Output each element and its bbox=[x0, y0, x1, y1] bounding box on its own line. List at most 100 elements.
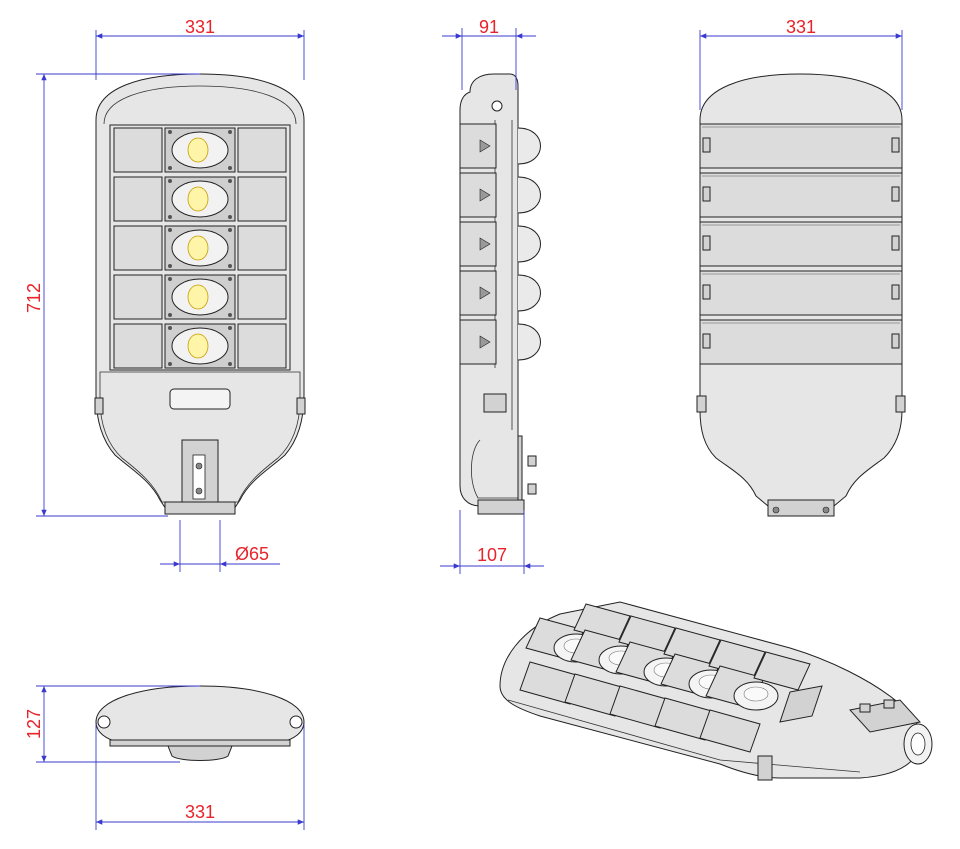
side-view bbox=[459, 73, 541, 515]
back-panel bbox=[699, 172, 903, 218]
iso-lens-inner bbox=[743, 686, 769, 702]
dim-bottom-width: 331 bbox=[95, 724, 305, 830]
side-module-body bbox=[459, 319, 497, 365]
dim-side-top-label: 91 bbox=[479, 17, 499, 37]
front-panel-left bbox=[113, 127, 163, 173]
back-view bbox=[696, 73, 906, 517]
back-panel-clip-right bbox=[891, 235, 900, 251]
side-lens-dome bbox=[517, 323, 541, 361]
front-panel-right bbox=[237, 323, 287, 369]
back-panel-clip-left bbox=[702, 235, 711, 251]
front-latch-right bbox=[296, 397, 306, 415]
side-module-clip bbox=[479, 188, 491, 202]
bottom-view bbox=[95, 685, 305, 761]
front-screw bbox=[168, 326, 172, 330]
back-panel-clip-left bbox=[702, 137, 711, 153]
front-screw bbox=[168, 313, 172, 317]
front-panel-right bbox=[237, 176, 287, 222]
front-screw bbox=[168, 215, 172, 219]
front-screw bbox=[168, 228, 172, 232]
back-panel bbox=[699, 123, 903, 169]
side-latch bbox=[483, 393, 507, 413]
back-panel-clip-left bbox=[702, 186, 711, 202]
front-screw bbox=[228, 277, 232, 281]
side-module-clip bbox=[479, 335, 491, 349]
bottom-pole-clamp bbox=[167, 745, 233, 761]
back-panel-clip-right bbox=[891, 284, 900, 300]
back-panel bbox=[699, 221, 903, 267]
front-label-plate bbox=[169, 388, 231, 410]
front-led-chip bbox=[187, 235, 209, 261]
front-screw bbox=[228, 326, 232, 330]
iso-panel-front bbox=[699, 709, 761, 753]
front-panel-right bbox=[237, 127, 287, 173]
back-panel-clip-right bbox=[891, 137, 900, 153]
front-screw bbox=[168, 264, 172, 268]
front-screw bbox=[168, 130, 172, 134]
side-module-body bbox=[459, 221, 497, 267]
front-screw bbox=[228, 166, 232, 170]
front-screw bbox=[168, 277, 172, 281]
side-module-clip bbox=[479, 237, 491, 251]
front-screw bbox=[228, 228, 232, 232]
side-module-body bbox=[459, 123, 497, 169]
iso-panel-front bbox=[564, 673, 626, 717]
dim-pole-diameter: Ø65 bbox=[160, 520, 280, 572]
iso-label-plate bbox=[779, 685, 823, 723]
iso-panel-front bbox=[609, 685, 671, 729]
side-module-clip bbox=[479, 139, 491, 153]
iso-panel-front bbox=[519, 661, 581, 705]
dim-front-height-label: 712 bbox=[24, 283, 44, 313]
dim-front-height: 712 bbox=[24, 73, 200, 517]
iso-led-modules bbox=[519, 603, 811, 753]
dim-front-width: 331 bbox=[95, 17, 305, 80]
iso-view bbox=[499, 601, 933, 781]
dim-bottom-height: 127 bbox=[24, 685, 200, 763]
front-led-chip bbox=[187, 284, 209, 310]
dim-back-width-label: 331 bbox=[786, 17, 816, 37]
dim-bottom-width-label: 331 bbox=[185, 802, 215, 822]
front-screw bbox=[228, 313, 232, 317]
back-panel-clip-right bbox=[891, 333, 900, 349]
front-screw bbox=[228, 179, 232, 183]
front-led-chip bbox=[187, 137, 209, 163]
back-pole-clamp bbox=[767, 499, 835, 517]
front-view bbox=[94, 73, 306, 515]
front-screw bbox=[228, 215, 232, 219]
dim-side-top: 91 bbox=[442, 17, 536, 90]
front-panel-right bbox=[237, 225, 287, 271]
dim-side-bottom: 107 bbox=[440, 510, 544, 574]
back-panel-clip-right bbox=[891, 186, 900, 202]
back-panels bbox=[699, 123, 903, 365]
front-led-chip bbox=[187, 333, 209, 359]
side-mount-hole bbox=[491, 100, 503, 112]
front-panel-left bbox=[113, 323, 163, 369]
front-screw bbox=[168, 179, 172, 183]
front-panel-left bbox=[113, 176, 163, 222]
side-lens-dome bbox=[517, 176, 541, 214]
side-heatsink-modules bbox=[459, 123, 541, 365]
front-led-chip bbox=[187, 186, 209, 212]
side-lens-dome bbox=[517, 274, 541, 312]
back-panel-clip-left bbox=[702, 333, 711, 349]
dim-back-width: 331 bbox=[699, 17, 903, 110]
side-module-body bbox=[459, 270, 497, 316]
side-module-body bbox=[459, 172, 497, 218]
back-panel-clip-left bbox=[702, 284, 711, 300]
front-screw bbox=[228, 264, 232, 268]
side-pole-clamp bbox=[477, 499, 525, 515]
dim-bottom-height-label: 127 bbox=[24, 709, 44, 739]
front-led-rows bbox=[113, 127, 287, 369]
bottom-housing bbox=[95, 685, 305, 743]
front-latch-left bbox=[94, 397, 104, 415]
front-panel-left bbox=[113, 274, 163, 320]
back-panel bbox=[699, 270, 903, 316]
front-screw bbox=[228, 130, 232, 134]
front-panel-left bbox=[113, 225, 163, 271]
dim-front-width-label: 331 bbox=[185, 17, 215, 37]
back-panel bbox=[699, 319, 903, 365]
front-screw bbox=[168, 362, 172, 366]
side-lens-dome bbox=[517, 225, 541, 263]
side-lens-dome bbox=[517, 127, 541, 165]
